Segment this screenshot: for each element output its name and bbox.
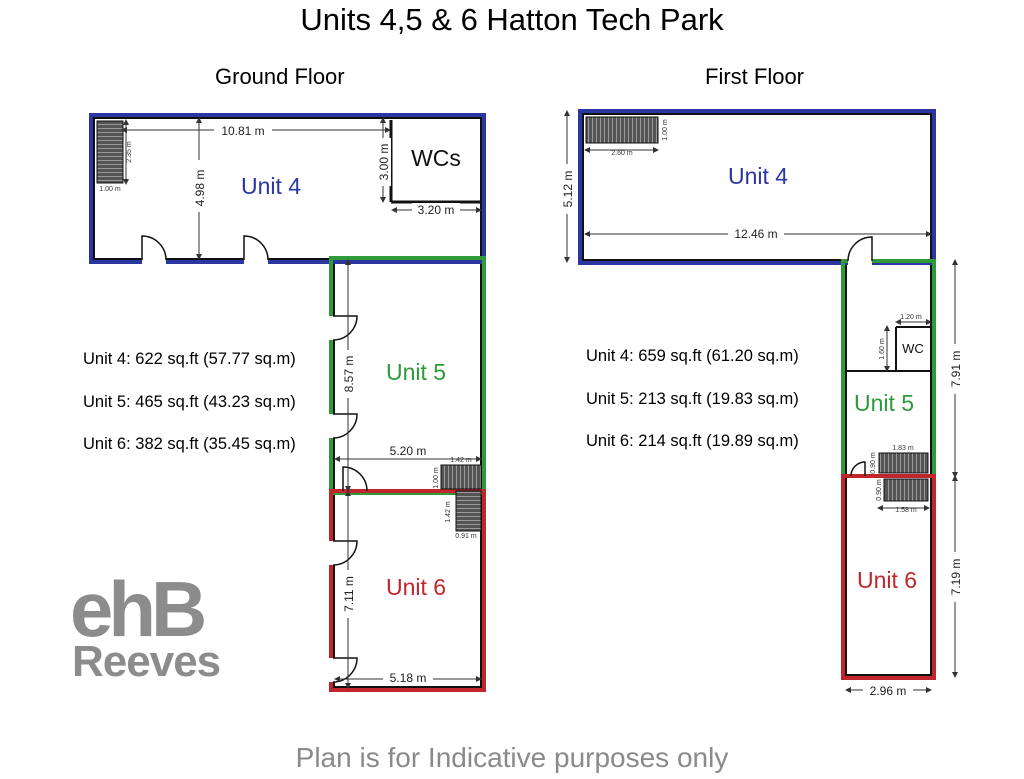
gf-doors xyxy=(141,235,368,683)
gf-dim-stair2-w: 1.42 m xyxy=(450,457,472,464)
gf-dim-u4-depth: 4.98 m xyxy=(193,170,207,207)
gf-dim-u6-width: 5.18 m xyxy=(390,671,427,685)
ff-dim-stair-h: 1.00 m xyxy=(662,119,669,141)
ff-dim-u4-width: 12.46 m xyxy=(734,227,777,241)
ff-stairs-unit4 xyxy=(585,116,659,144)
indicative-disclaimer: Plan is for Indicative purposes only xyxy=(295,742,729,773)
gf-stairs-unit6 xyxy=(455,490,482,532)
gf-dim-stair2-h2: 1.42 m xyxy=(445,501,452,523)
gf-dim-stair2-w2: 0.91 m xyxy=(455,533,477,540)
ff-dim-u4-height: 5.12 m xyxy=(561,171,575,208)
ff-unit5-outline xyxy=(841,259,936,478)
plan-title: Units 4,5 & 6 Hatton Tech Park xyxy=(300,2,724,37)
gf-unit6-label: Unit 6 xyxy=(386,574,446,600)
gf-unit5-label: Unit 5 xyxy=(386,359,446,385)
ff-unit4-outline xyxy=(578,109,936,265)
ff-dim-stair-h1: 0.90 m xyxy=(870,452,877,474)
gf-dim-u5-width: 5.20 m xyxy=(390,444,427,458)
gf-dim-stair-w: 1.00 m xyxy=(99,186,121,193)
ff-unit6-label: Unit 6 xyxy=(857,567,917,593)
ff-doors xyxy=(847,236,873,477)
ff-stairs-unit5 xyxy=(878,452,929,474)
ff-unit6-outline xyxy=(841,474,936,680)
ff-dim-stair-w2: 1.58 m xyxy=(895,507,917,514)
gf-area-unit4: Unit 4: 622 sq.ft (57.77 sq.m) xyxy=(83,350,296,368)
gf-dim-u5-depth: 8.57 m xyxy=(342,356,356,393)
first-floor-label: First Floor xyxy=(705,64,804,89)
ff-dim-stair-w1: 1.83 m xyxy=(892,445,914,452)
gf-dim-u4-width: 10.81 m xyxy=(221,124,264,138)
ff-dim-wc-h: 1.60 m xyxy=(879,338,886,360)
gf-unit4-label: Unit 4 xyxy=(241,173,301,199)
gf-dim-u6-depth: 7.11 m xyxy=(342,576,356,612)
ff-dim-u6-width: 2.96 m xyxy=(870,684,907,698)
ff-unit5-label: Unit 5 xyxy=(854,390,914,416)
ff-dim-u5-height: 7.91 m xyxy=(949,351,963,388)
gf-dim-stair-h: 2.35 m xyxy=(126,141,133,163)
ground-floor-label: Ground Floor xyxy=(215,64,345,89)
gf-unit6-outline xyxy=(329,489,486,692)
ff-dim-stair-h2: 0.90 m xyxy=(876,479,883,501)
reeves-logo-text: Reeves xyxy=(72,637,221,686)
ff-dim-stair-w: 2.60 m xyxy=(611,150,633,157)
ff-dim-u6-height: 7.19 m xyxy=(949,559,963,596)
ff-area-unit4: Unit 4: 659 sq.ft (61.20 sq.m) xyxy=(586,347,799,365)
ff-area-unit5: Unit 5: 213 sq.ft (19.83 sq.m) xyxy=(586,390,799,408)
ff-wc-label: WC xyxy=(902,341,924,356)
gf-dim-wc-width: 3.20 m xyxy=(418,203,455,217)
ff-area-unit6: Unit 6: 214 sq.ft (19.89 sq.m) xyxy=(586,432,799,450)
gf-unit4-outline xyxy=(89,113,486,264)
gf-area-unit5: Unit 5: 465 sq.ft (43.23 sq.m) xyxy=(83,393,296,411)
gf-stairs-unit5 xyxy=(440,464,482,490)
ff-dim-wc-w: 1.20 m xyxy=(900,314,922,321)
gf-stairs-unit4 xyxy=(96,120,124,184)
gf-dim-wc-depth: 3.00 m xyxy=(377,144,391,181)
ehb-logo-mark: ehB xyxy=(70,565,207,653)
gf-wcs-label: WCs xyxy=(411,145,461,171)
gf-area-unit6: Unit 6: 382 sq.ft (35.45 sq.m) xyxy=(83,435,296,453)
ff-unit4-label: Unit 4 xyxy=(728,163,788,189)
ff-stairs-unit6 xyxy=(883,478,929,502)
gf-dim-stair2-h: 1.00 m xyxy=(433,467,440,489)
